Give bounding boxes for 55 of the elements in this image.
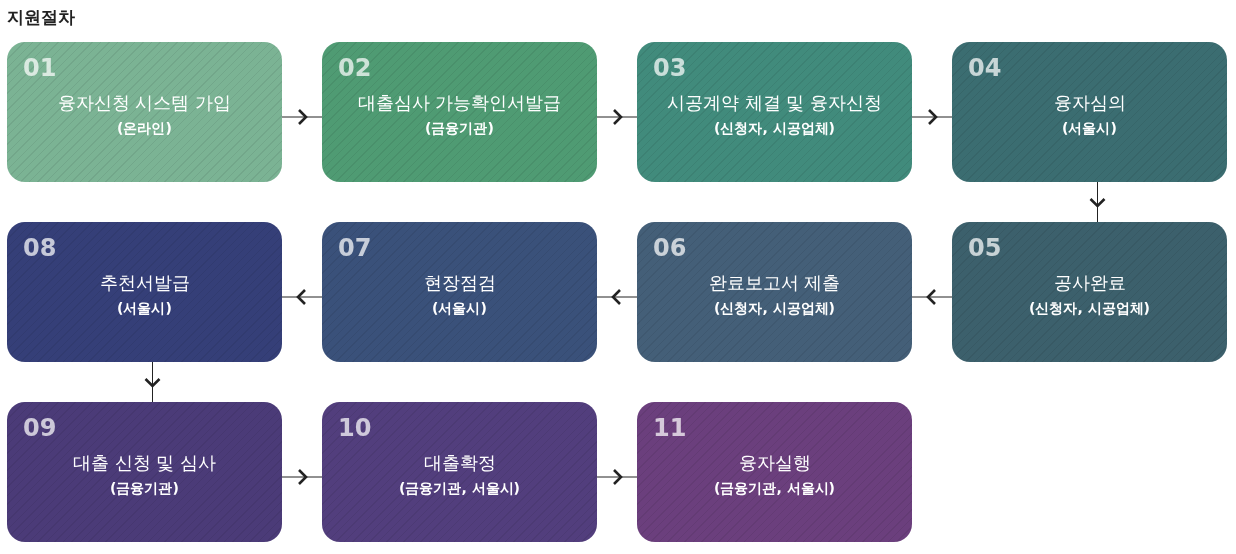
step-number: 07 (338, 234, 372, 262)
step-number: 08 (23, 234, 57, 262)
step-card (637, 42, 912, 182)
chevron-arrow (281, 288, 323, 306)
step-note: (금융기관) (110, 480, 179, 498)
step-card (637, 402, 912, 542)
step-note: (신청자, 시공업체) (714, 300, 835, 318)
step-number: 11 (653, 414, 687, 442)
chevron-arrow (281, 468, 323, 486)
step-card (637, 222, 912, 362)
step-note: (온라인) (117, 120, 172, 138)
step-card (952, 222, 1227, 362)
step-card (7, 402, 282, 542)
step-title: 대출심사 가능확인서발급 (357, 91, 562, 115)
step-title: 융자심의 (1053, 91, 1126, 115)
step-number: 09 (23, 414, 57, 442)
chevron-arrow (596, 108, 638, 126)
step-number: 10 (338, 414, 372, 442)
step-note: (서울시) (1062, 120, 1117, 138)
step-card (7, 42, 282, 182)
step-title: 융자실행 (738, 451, 811, 475)
step-card (952, 42, 1227, 182)
step-note: (서울시) (117, 300, 172, 318)
step-title: 추천서발급 (99, 271, 190, 295)
step-number: 06 (653, 234, 687, 262)
step-note: (신청자, 시공업체) (714, 120, 835, 138)
step-number: 04 (968, 54, 1002, 82)
chevron-arrow (596, 468, 638, 486)
step-title: 현장점검 (423, 271, 496, 295)
chevron-arrow (281, 108, 323, 126)
step-title: 시공계약 체결 및 융자신청 (666, 91, 883, 115)
step-card (322, 402, 597, 542)
step-card (7, 222, 282, 362)
step-number: 03 (653, 54, 687, 82)
heading: 지원절차 (7, 6, 75, 29)
step-note: (금융기관, 서울시) (399, 480, 520, 498)
step-number: 01 (23, 54, 57, 82)
chevron-arrow (911, 288, 953, 306)
step-card (322, 42, 597, 182)
step-note: (금융기관) (425, 120, 494, 138)
step-title: 공사완료 (1053, 271, 1126, 295)
step-number: 02 (338, 54, 372, 82)
step-note: (금융기관, 서울시) (714, 480, 835, 498)
chevron-arrow (1089, 181, 1106, 223)
step-note: (서울시) (432, 300, 487, 318)
step-card (322, 222, 597, 362)
step-title: 완료보고서 제출 (708, 271, 841, 295)
step-title: 융자신청 시스템 가입 (57, 91, 232, 115)
step-title: 대출 신청 및 심사 (72, 451, 217, 475)
step-note: (신청자, 시공업체) (1029, 300, 1150, 318)
step-number: 05 (968, 234, 1002, 262)
chevron-arrow (911, 108, 953, 126)
chevron-arrow (144, 361, 161, 403)
chevron-arrow (596, 288, 638, 306)
step-title: 대출확정 (423, 451, 496, 475)
